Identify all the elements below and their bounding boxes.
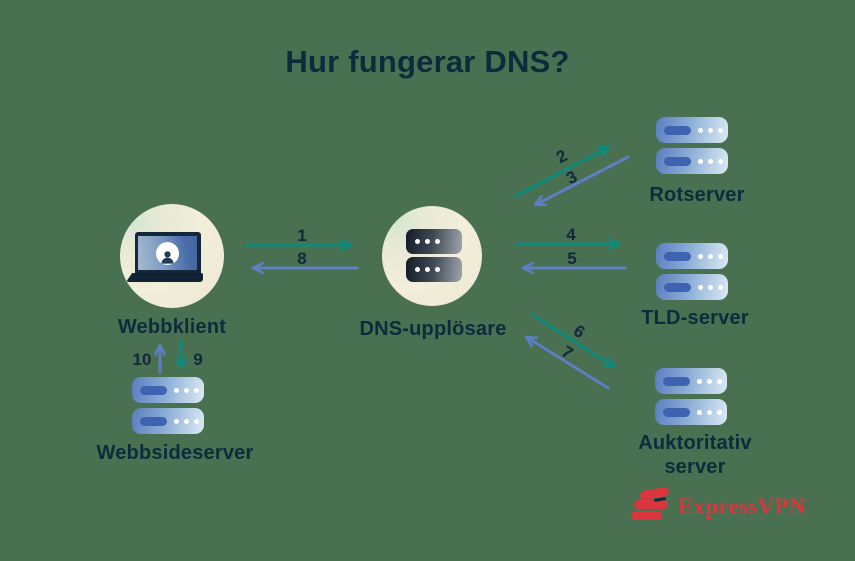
auktoritativ-server-icon xyxy=(655,368,727,430)
webbklient-label: Webbklient xyxy=(117,316,227,338)
server-dots xyxy=(698,159,723,164)
server-bar xyxy=(140,386,167,395)
laptop-user-icon xyxy=(135,232,201,273)
server-dots xyxy=(174,388,199,393)
step-number-9: 9 xyxy=(193,350,203,369)
server-dots xyxy=(697,410,722,415)
server-bar xyxy=(663,377,690,386)
server-bar xyxy=(663,408,690,417)
step-number-4: 4 xyxy=(566,225,576,244)
auktoritativ-server-label: Auktoritativ server xyxy=(595,431,795,479)
avatar xyxy=(156,241,179,265)
step-number-5: 5 xyxy=(567,249,577,268)
auktoritativ-label-line1: Auktoritativ xyxy=(638,432,752,454)
arrow-2-resolver-to-root xyxy=(514,145,611,198)
laptop-base xyxy=(126,273,203,282)
server-dots xyxy=(698,254,723,259)
dns-resolver-node xyxy=(382,206,482,306)
tld-server-icon xyxy=(656,243,728,305)
arrow-6-resolver-to-authoritative xyxy=(531,313,617,369)
expressvpn-logo: ExpressVPN xyxy=(630,486,820,526)
auktoritativ-label-line2: server xyxy=(664,456,726,478)
arrow-7-authoritative-to-resolver xyxy=(524,335,610,390)
server-dots xyxy=(697,379,722,384)
server-stack-dark-icon xyxy=(406,229,462,285)
server-bar xyxy=(664,252,691,261)
step-number-10: 10 xyxy=(132,350,152,369)
server-unit xyxy=(656,148,728,174)
server-unit xyxy=(132,377,204,403)
server-dots xyxy=(698,128,723,133)
rotserver-label: Rotserver xyxy=(649,184,745,206)
webbklient-node xyxy=(120,204,224,308)
person-icon xyxy=(161,250,174,264)
brand-name: ExpressVPN xyxy=(678,494,806,519)
server-unit xyxy=(406,257,462,282)
server-bar xyxy=(664,157,691,166)
server-bar xyxy=(140,417,167,426)
server-unit xyxy=(132,408,204,434)
server-dots xyxy=(698,285,723,290)
webbsideserver-icon xyxy=(132,377,204,439)
step-number-1: 1 xyxy=(297,226,307,245)
webbsideserver-label: Webbsideserver xyxy=(96,442,254,464)
server-unit xyxy=(656,117,728,143)
server-bar xyxy=(664,126,691,135)
laptop-display xyxy=(138,236,197,270)
arrow-3-root-to-resolver xyxy=(533,155,630,207)
page-title: Hur fungerar DNS? xyxy=(285,44,570,79)
rotserver-icon xyxy=(656,117,728,179)
server-unit xyxy=(656,243,728,269)
server-bar xyxy=(664,283,691,292)
server-unit xyxy=(656,274,728,300)
server-unit xyxy=(406,229,462,254)
step-number-8: 8 xyxy=(297,249,307,268)
server-unit xyxy=(655,399,727,425)
server-unit xyxy=(655,368,727,394)
server-dots xyxy=(174,419,199,424)
expressvpn-logo-icon xyxy=(630,486,673,524)
dns-resolver-label: DNS-upplösare xyxy=(359,318,507,340)
tld-server-label: TLD-server xyxy=(641,307,749,329)
